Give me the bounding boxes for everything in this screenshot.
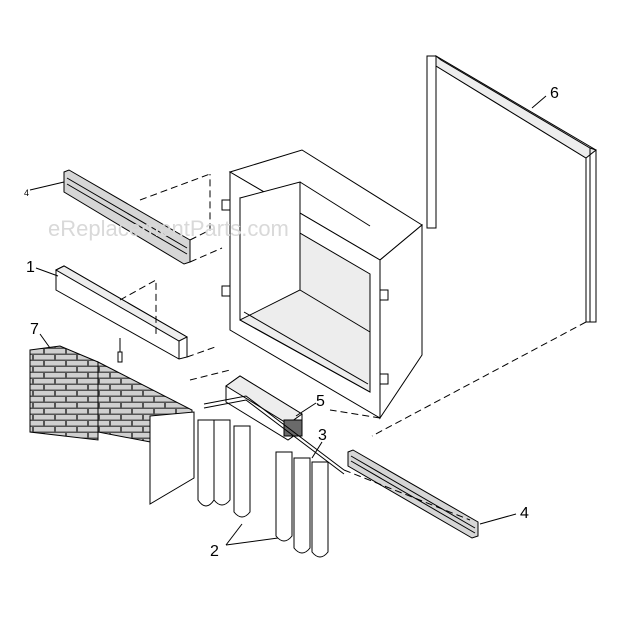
brick-panels-part-7 [29, 345, 195, 505]
callout-4-top: 4 [24, 188, 29, 198]
rack-part-3 [203, 395, 345, 475]
leader-lines [29, 95, 547, 546]
ember-panels-part-2 [197, 419, 329, 558]
watermark: eReplacementParts.com [48, 216, 289, 241]
assembly-dashed-lines [119, 173, 587, 521]
callout-3: 3 [318, 427, 327, 444]
firebox-housing [221, 149, 423, 420]
callout-7: 7 [30, 321, 39, 338]
callout-4-bottom: 4 [520, 505, 529, 522]
trim-frame-part-6 [426, 54, 598, 323]
bracket-part-1 [54, 265, 189, 363]
rail-part-4-top [63, 169, 191, 265]
callout-5: 5 [316, 393, 325, 410]
callout-1: 1 [26, 259, 35, 276]
callout-2: 2 [210, 543, 219, 560]
rail-part-4-bottom [347, 449, 479, 539]
callout-6: 6 [550, 85, 559, 102]
